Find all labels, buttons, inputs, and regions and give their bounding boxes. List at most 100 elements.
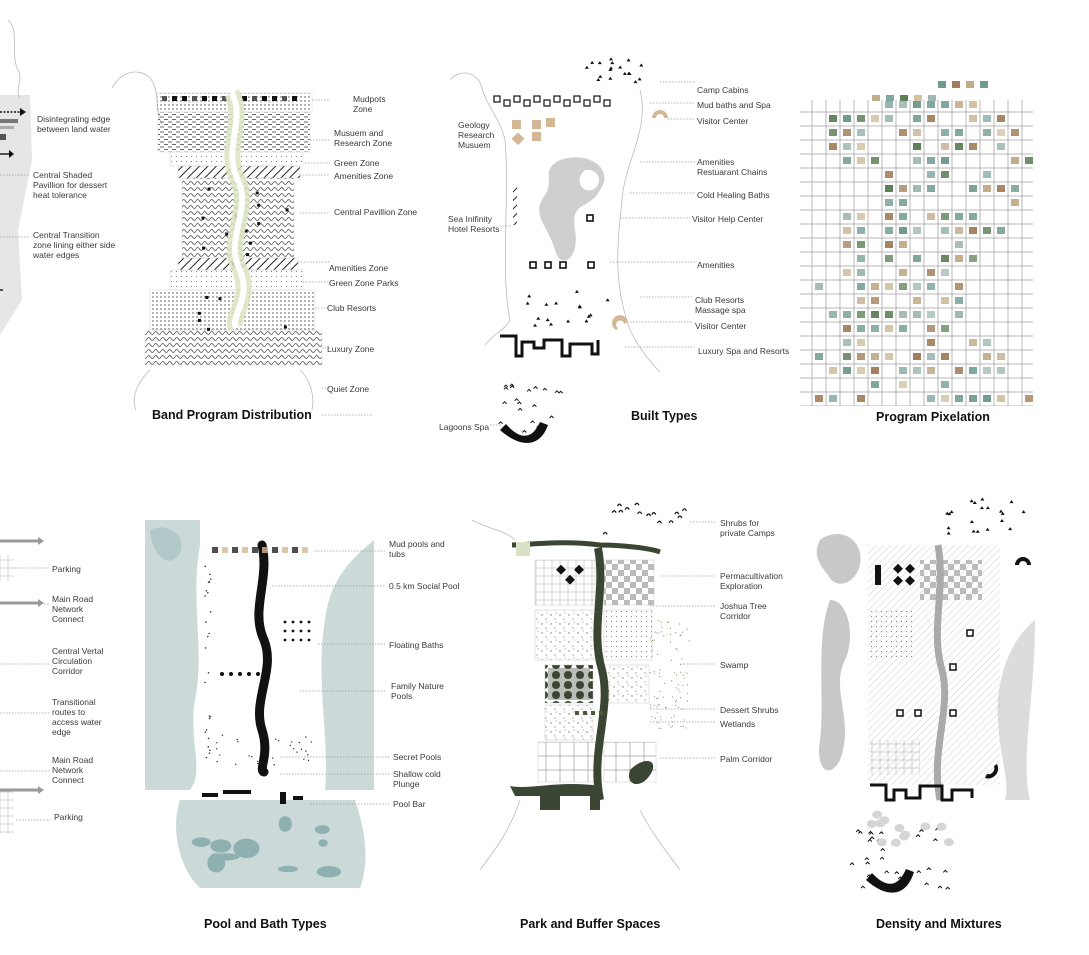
- top-buffer: [511, 540, 661, 555]
- swamp-speck: [662, 635, 665, 637]
- density-cabin-marker: [985, 506, 990, 510]
- swamp-speck: [665, 707, 668, 709]
- swamp-speck: [670, 633, 672, 636]
- density-corridor: [933, 544, 949, 801]
- pool-label-floating: Floating Baths: [389, 640, 444, 650]
- mudpot-marker: [272, 96, 277, 101]
- program-pixel: [941, 353, 949, 360]
- swamp-speck: [653, 670, 655, 673]
- density-lagoon-marker: [919, 828, 924, 832]
- program-pixel: [871, 311, 879, 318]
- density-box: [966, 629, 974, 637]
- program-pixel: [927, 157, 935, 164]
- density-cabin-marker: [1021, 510, 1026, 514]
- secret-pool-dot: [305, 736, 307, 738]
- program-pixel: [941, 395, 949, 402]
- shrub-mark: [624, 507, 630, 510]
- swamp-speck: [670, 726, 672, 728]
- family-pool: [229, 672, 233, 676]
- panel-3-pixelation: [800, 81, 1033, 406]
- program-pixel: [941, 171, 949, 178]
- program-marker: [283, 325, 287, 329]
- perma-diamond: [574, 564, 584, 575]
- pool-label-social: 0.5 km Social Pool: [389, 581, 460, 591]
- program-pixel: [955, 311, 963, 318]
- density-lagoon-marker: [864, 857, 870, 861]
- edge-dot: [206, 635, 209, 638]
- mud-pool-tub: [222, 547, 228, 553]
- swamp-speck: [649, 637, 651, 640]
- transition-zone-label: Central Transition zone lining either si…: [33, 230, 116, 260]
- spa-marker: [553, 95, 561, 103]
- program-pixel: [941, 381, 949, 388]
- program-pixel: [871, 115, 879, 122]
- secret-pool-dot: [289, 744, 291, 747]
- program-pixel: [941, 269, 949, 276]
- program-pixel: [927, 171, 935, 178]
- family-pool: [256, 672, 260, 676]
- program-pixel: [927, 367, 935, 374]
- park-zone: [603, 609, 653, 661]
- secret-pool-dot: [257, 762, 259, 765]
- panel-1-band-distribution: [111, 71, 372, 416]
- floating-bath: [307, 638, 311, 642]
- shrub-square: [583, 711, 587, 715]
- swamp-speck: [660, 621, 662, 623]
- density-lagoon-marker: [933, 838, 938, 842]
- club-marker: [574, 289, 579, 293]
- grey-gradient-strip: [0, 95, 32, 335]
- panel-5-pools: [145, 520, 390, 888]
- panel-6-park-buffer: [471, 502, 715, 871]
- swamp-speck: [671, 725, 674, 727]
- density-lagoon-marker: [855, 829, 861, 833]
- density-blob: [894, 823, 905, 832]
- program-pixel: [955, 283, 963, 290]
- program-pixel: [815, 395, 823, 402]
- museum-block: [512, 120, 521, 129]
- pool-bath-title: Pool and Bath Types: [204, 917, 327, 931]
- club-marker: [544, 302, 549, 306]
- swamp-speck: [669, 641, 672, 643]
- site-outline: [299, 369, 314, 411]
- program-pixel: [927, 269, 935, 276]
- park-zone: [603, 559, 655, 606]
- secret-pool-dot: [216, 760, 218, 763]
- club-marker: [549, 322, 554, 326]
- cabin-marker: [609, 66, 614, 70]
- lagoon-marker: [533, 385, 538, 389]
- program-pixel: [829, 143, 837, 150]
- palm-corridor: [510, 784, 600, 810]
- perma-diamond: [565, 574, 575, 585]
- program-pixel: [857, 311, 865, 318]
- museum-block: [532, 132, 541, 141]
- program-pixel: [857, 129, 865, 136]
- program-pixel: [955, 241, 963, 248]
- pool-blob: [191, 837, 211, 847]
- void-island: [579, 169, 600, 191]
- program-marker: [246, 253, 250, 257]
- program-pixel: [955, 395, 963, 402]
- camp-block: [516, 542, 530, 556]
- secret-pool-dot: [236, 738, 238, 741]
- program-pixel: [997, 143, 1005, 150]
- program-pixel: [1011, 199, 1019, 206]
- swamp-speck: [678, 706, 680, 708]
- density-blob: [900, 830, 911, 839]
- density-blob: [890, 838, 901, 847]
- secret-pool-dot: [298, 741, 301, 744]
- arrow-head: [20, 108, 26, 116]
- program-pixel: [983, 367, 991, 374]
- swamp-speck: [670, 659, 673, 661]
- zone-label-green-parks: Green Zone Parks: [329, 278, 399, 288]
- mud-pool-tub: [232, 547, 238, 553]
- program-pixel: [955, 367, 963, 374]
- program-pixel: [829, 367, 837, 374]
- built-label-cold: Cold Healing Baths: [697, 190, 770, 200]
- program-pixel: [843, 325, 851, 332]
- swamp-speck: [653, 672, 655, 674]
- zone-label-amenities-2: Amenities Zone: [329, 263, 389, 273]
- program-pixel: [913, 185, 921, 192]
- density-blob: [876, 838, 887, 847]
- club-marker: [588, 313, 593, 317]
- built-label-camp: Camp Cabins: [697, 85, 749, 95]
